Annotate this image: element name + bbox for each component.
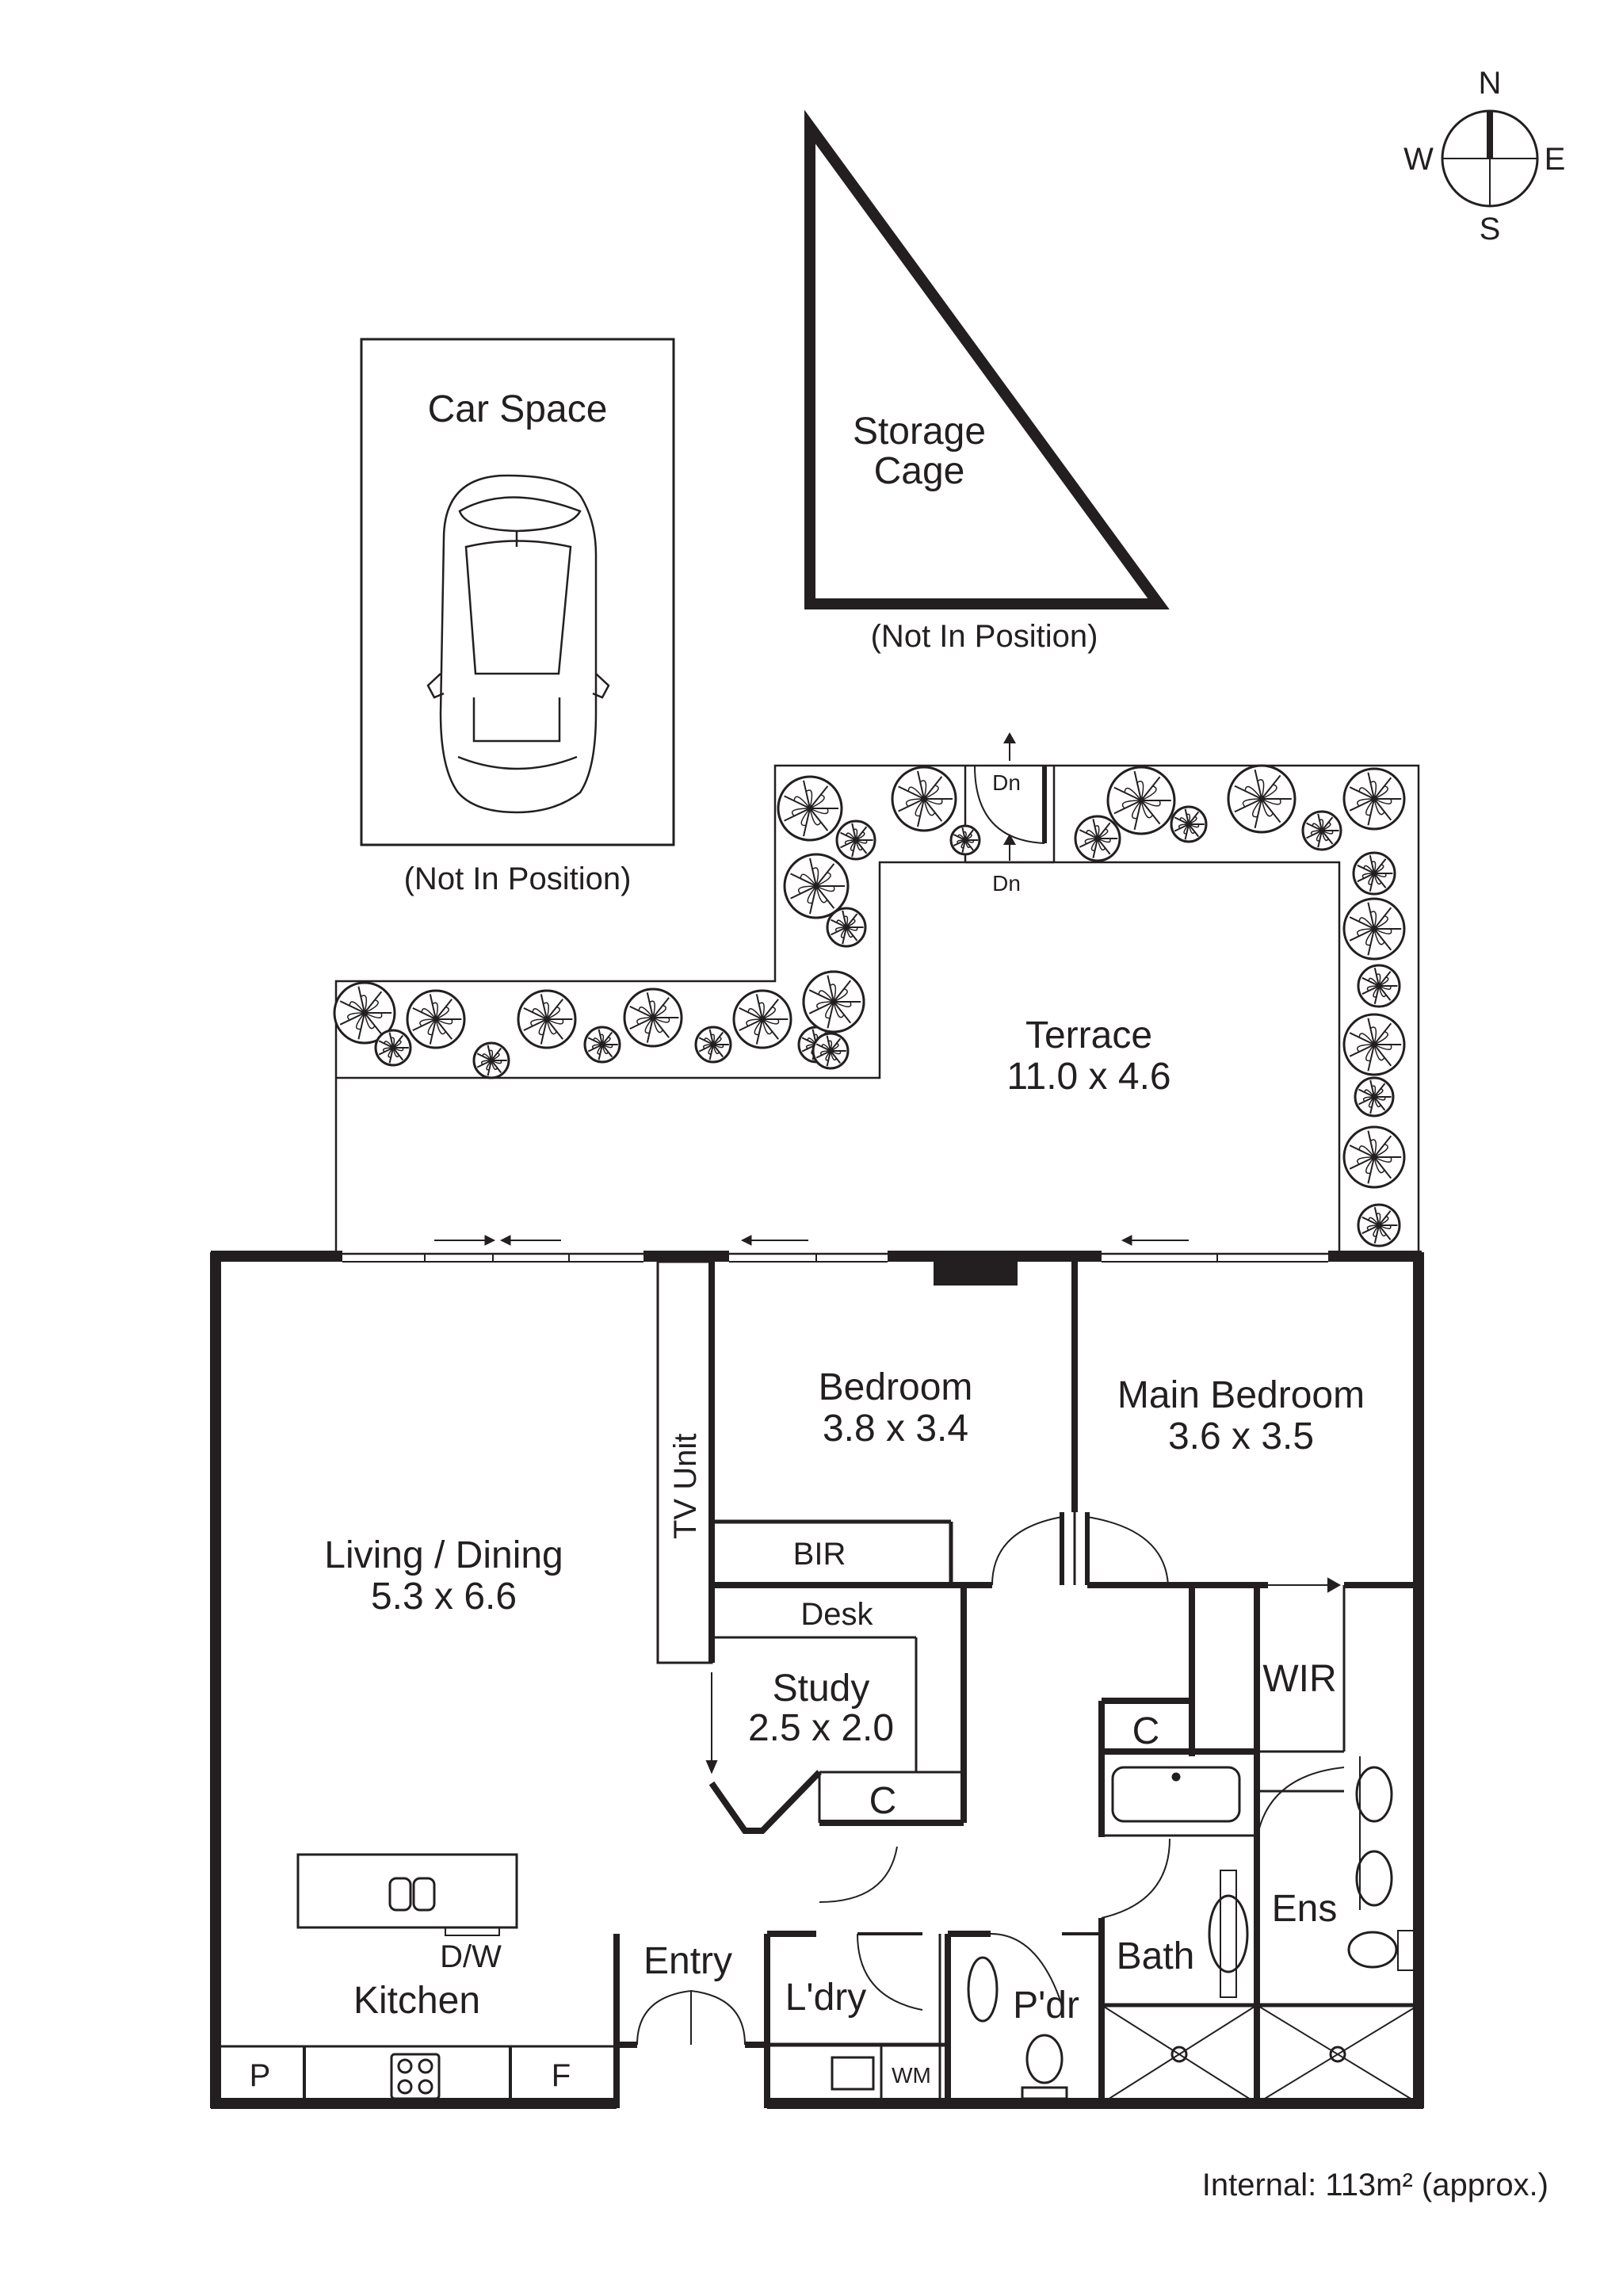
plant-icon bbox=[1227, 764, 1296, 834]
plant-icon bbox=[583, 1026, 621, 1064]
powder-room-label: P'dr bbox=[1013, 1985, 1079, 2027]
compass: N E S W bbox=[1403, 66, 1565, 246]
compass-west-label: W bbox=[1403, 142, 1434, 177]
plant-icon bbox=[1342, 767, 1406, 831]
plant-icon bbox=[777, 775, 843, 842]
storage-cage-label-line1: Storage bbox=[853, 411, 986, 453]
stairs-lower-label: Dn bbox=[992, 871, 1021, 896]
plant-icon bbox=[732, 989, 792, 1049]
study-label: Study bbox=[773, 1668, 870, 1710]
plant-icon bbox=[406, 989, 466, 1049]
plant-icon bbox=[812, 1032, 850, 1070]
hall-closet-label: C bbox=[1132, 1710, 1160, 1752]
plant-icon bbox=[1342, 1125, 1406, 1189]
internal-area-note: Internal: 113m² (approx.) bbox=[1202, 2168, 1549, 2202]
plant-icon bbox=[1301, 810, 1342, 851]
door-swings bbox=[636, 1516, 1345, 2046]
storage-cage-note: (Not In Position) bbox=[871, 619, 1098, 654]
plant-icon bbox=[694, 1026, 732, 1064]
car-space-label: Car Space bbox=[428, 388, 608, 430]
bath-label: Bath bbox=[1117, 1935, 1195, 1977]
fireplace-block bbox=[934, 1252, 1018, 1286]
kitchen-island bbox=[296, 1853, 518, 1929]
terrace-label: Terrace bbox=[1025, 1014, 1152, 1056]
living-dining-dimensions: 5.3 x 6.6 bbox=[371, 1576, 517, 1618]
car-space: Car Space (Not In Position) bbox=[360, 338, 675, 896]
wir-label: WIR bbox=[1262, 1658, 1336, 1700]
fixtures bbox=[216, 1756, 1419, 2104]
ensuite-label: Ens bbox=[1272, 1888, 1338, 1930]
bathtub-icon bbox=[1111, 1766, 1241, 1823]
plant-icon bbox=[1342, 897, 1406, 961]
plant-icon bbox=[783, 853, 850, 919]
sink-icon bbox=[388, 1877, 412, 1912]
living-dining-label: Living / Dining bbox=[324, 1534, 563, 1576]
plant-icon bbox=[949, 824, 981, 856]
cooktop-icon bbox=[390, 2053, 441, 2100]
plant-icon bbox=[802, 970, 865, 1033]
terrace: Dn Dn Terrace 11.0 x 4.6 bbox=[334, 732, 1420, 1255]
compass-south-label: S bbox=[1480, 212, 1501, 246]
entry-label: Entry bbox=[643, 1940, 732, 1982]
compass-east-label: E bbox=[1545, 142, 1566, 177]
laundry-label: L'dry bbox=[785, 1977, 867, 2019]
dishwasher-label: D/W bbox=[440, 1939, 502, 1974]
desk-label: Desk bbox=[800, 1597, 873, 1632]
study-dimensions: 2.5 x 2.0 bbox=[748, 1707, 894, 1749]
tv-unit-label: TV Unit bbox=[668, 1434, 703, 1539]
planter-plants bbox=[333, 764, 1406, 1247]
sliding-doors bbox=[342, 1235, 1328, 1263]
washing-machine-label: WM bbox=[892, 2063, 931, 2088]
plant-icon bbox=[891, 766, 957, 832]
terrace-dimensions: 11.0 x 4.6 bbox=[1006, 1056, 1170, 1098]
plant-icon bbox=[623, 988, 683, 1048]
plant-icon bbox=[1352, 851, 1396, 896]
stairs: Dn Dn bbox=[964, 732, 1056, 896]
plant-icon bbox=[826, 907, 867, 948]
storage-cage: Storage Cage (Not In Position) bbox=[804, 109, 1170, 654]
plant-icon bbox=[1357, 964, 1401, 1008]
plant-icon bbox=[517, 989, 577, 1049]
plant-icon bbox=[1342, 1013, 1406, 1076]
kitchen-label: Kitchen bbox=[353, 1980, 480, 2022]
toilet-icon bbox=[1025, 2034, 1064, 2084]
main-bedroom-dimensions: 3.6 x 3.5 bbox=[1168, 1415, 1314, 1457]
plant-icon bbox=[1357, 1203, 1401, 1247]
plant-icon bbox=[1170, 805, 1208, 843]
compass-north-label: N bbox=[1479, 66, 1502, 101]
fridge-label: F bbox=[552, 2058, 571, 2093]
plant-icon bbox=[333, 981, 396, 1045]
bir-label: BIR bbox=[793, 1537, 846, 1572]
car-space-note: (Not In Position) bbox=[404, 861, 632, 896]
plant-icon bbox=[1354, 1076, 1395, 1117]
plant-icon bbox=[374, 1029, 412, 1067]
plant-icon bbox=[472, 1041, 510, 1079]
stairs-upper-label: Dn bbox=[992, 770, 1021, 795]
plant-icon bbox=[1106, 766, 1176, 835]
bedroom-label: Bedroom bbox=[819, 1366, 973, 1408]
bedroom-dimensions: 3.8 x 3.4 bbox=[823, 1408, 968, 1450]
study-closet-label: C bbox=[869, 1780, 897, 1822]
storage-cage-label-line2: Cage bbox=[874, 450, 965, 492]
plant-icon bbox=[1074, 815, 1121, 862]
apartment-walls bbox=[210, 1251, 1424, 2109]
main-bedroom-label: Main Bedroom bbox=[1117, 1374, 1365, 1416]
car-icon bbox=[426, 474, 610, 814]
pantry-label: P bbox=[250, 2058, 271, 2093]
plant-icon bbox=[835, 819, 876, 861]
